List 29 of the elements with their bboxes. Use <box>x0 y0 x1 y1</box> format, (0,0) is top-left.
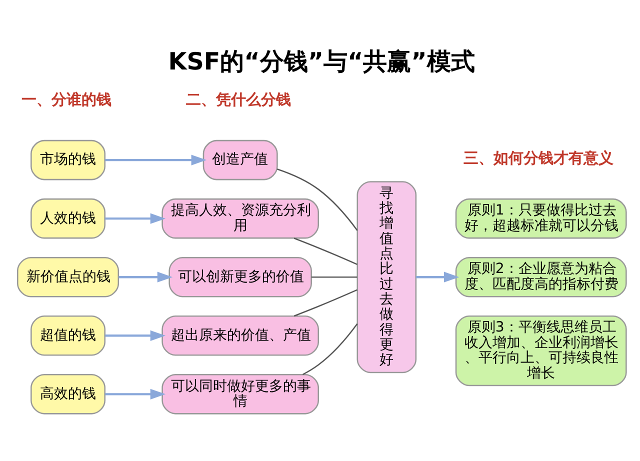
diagram-title: KSF的“分钱”与“共赢”模式 <box>168 48 475 76</box>
connector <box>294 289 358 317</box>
label: 二、凭什么分钱 <box>186 90 292 108</box>
node-box: 超出原来的价值、产值 <box>162 315 320 356</box>
node-box: 原则1：只要做得比过去好，超越标准就可以分钱 <box>455 198 627 239</box>
node-box: 寻找增值点比过去做得更好 <box>356 181 417 374</box>
node-box: 可以创新更多的价值 <box>168 256 312 298</box>
connector <box>294 238 358 265</box>
arrow <box>118 272 173 282</box>
arrow <box>105 154 206 166</box>
arrow <box>416 272 460 282</box>
node-box: 原则3：平衡线思维员工收入增加、企业利润增长、平行向上、可持续良性增长 <box>455 315 627 386</box>
arrow <box>105 330 166 341</box>
node-box: 高效的钱 <box>30 374 106 414</box>
node-box: 市场的钱 <box>30 140 106 180</box>
label: 一、分谁的钱 <box>21 90 112 108</box>
node-box: 新价值点的钱 <box>16 256 120 298</box>
node-box: 超值的钱 <box>30 315 106 356</box>
node-box: 原则2：企业愿意为粘合度、匹配度高的指标付费 <box>455 256 627 298</box>
arrow <box>105 388 166 400</box>
connector <box>311 276 358 278</box>
label: 三、如何分钱才有意义 <box>464 148 614 167</box>
node-box: 提高人效、资源充分利用 <box>162 198 320 239</box>
node-box: 创造产值 <box>202 140 278 180</box>
connector <box>277 168 358 231</box>
node-box: 可以同时做好更多的事情 <box>162 374 320 414</box>
node-box: 人效的钱 <box>30 198 106 239</box>
arrow <box>105 213 166 224</box>
connector <box>302 323 358 376</box>
